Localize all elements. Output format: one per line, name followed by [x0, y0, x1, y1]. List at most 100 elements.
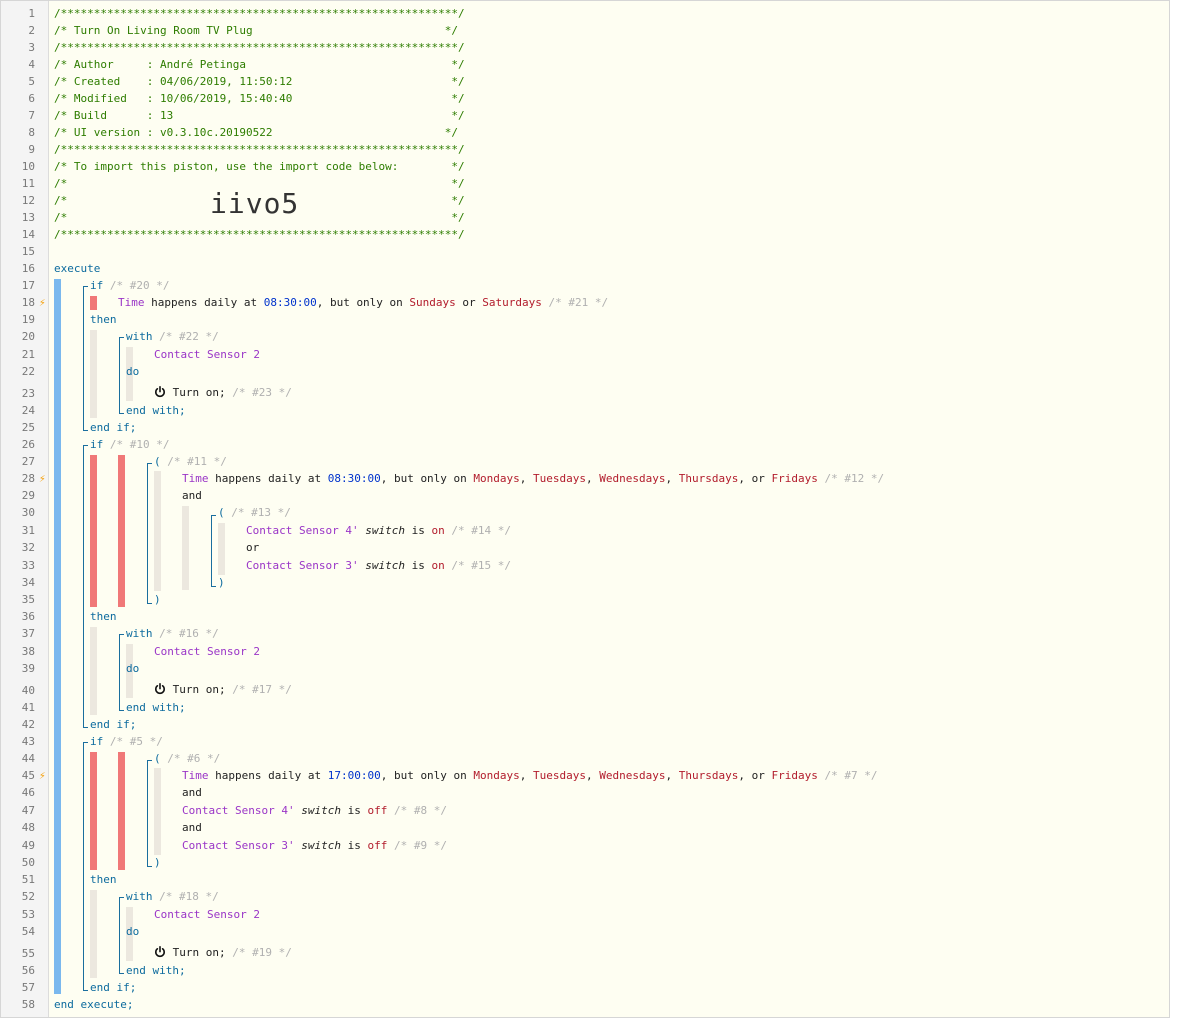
with-statement-22[interactable]: with /* #22 */	[126, 328, 219, 345]
line-number: 35	[21, 593, 35, 606]
if-statement-5[interactable]: if /* #5 */	[90, 733, 163, 750]
line-number: 45	[21, 769, 35, 782]
line-number: 50	[21, 856, 35, 869]
time-operand: Time	[182, 769, 209, 782]
condition-7[interactable]: Time happens daily at 17:00:00, but only…	[182, 767, 877, 784]
day-value: Fridays	[771, 472, 818, 485]
line-number: 44	[21, 752, 35, 765]
condition-bar-outer-3	[90, 752, 97, 870]
and-operator: and	[182, 821, 202, 834]
condition-bar-outer-2	[90, 455, 97, 607]
end-with-keyword: end with;	[126, 964, 186, 977]
or-operator: or	[246, 541, 260, 554]
comma: ,	[665, 472, 673, 485]
line-number: 10	[21, 160, 35, 173]
if-bracket-3	[83, 742, 88, 991]
condition-15[interactable]: Contact Sensor 3' switch is on /* #15 */	[246, 557, 511, 574]
day-value: Mondays	[473, 472, 520, 485]
line-number: 29	[21, 489, 35, 502]
operator-text: happens daily at	[215, 472, 322, 485]
header-border: /***************************************…	[54, 41, 465, 54]
day-value: Thursdays	[678, 769, 739, 782]
condition-12[interactable]: Time happens daily at 08:30:00, but only…	[182, 470, 884, 487]
end-execute-keyword: end execute;	[54, 998, 134, 1011]
device-contact-sensor-4: Contact Sensor 4'	[182, 804, 295, 817]
group-11[interactable]: ( /* #11 */	[154, 453, 227, 470]
comma: ,	[586, 769, 593, 782]
header-border: /***************************************…	[54, 143, 465, 156]
line-number: 25	[21, 421, 35, 434]
with-statement-18[interactable]: with /* #18 */	[126, 888, 219, 905]
line-number: 11	[21, 177, 35, 190]
with-block-bar-1	[126, 347, 133, 401]
line-number: 33	[21, 559, 35, 572]
lightning-bolt-icon: ⚡	[39, 296, 46, 309]
if-keyword: if	[90, 735, 104, 748]
line-number: 43	[21, 735, 35, 748]
condition-14[interactable]: Contact Sensor 4' switch is on /* #14 */	[246, 522, 511, 539]
header-ui-version: /* UI version : v0.3.10c.20190522 */	[54, 126, 458, 139]
open-paren: (	[154, 455, 161, 468]
do-keyword: do	[126, 925, 140, 938]
line-number: 39	[21, 662, 35, 675]
line-number: 2	[28, 24, 35, 37]
line-number: 42	[21, 718, 35, 731]
line-number: 47	[21, 804, 35, 817]
import-code[interactable]: iivo5	[210, 187, 300, 220]
if-statement-10[interactable]: if /* #10 */	[90, 436, 169, 453]
attribute-switch: switch	[365, 524, 405, 537]
attribute-switch: switch	[301, 804, 341, 817]
line-number: 13	[21, 211, 35, 224]
line-number: 20	[21, 330, 35, 343]
condition-bar-inner-3	[118, 752, 125, 870]
turn-on-command: Turn on;	[172, 386, 226, 399]
group-13[interactable]: ( /* #13 */	[218, 504, 291, 521]
task-23[interactable]: Turn on; /* #23 */	[154, 384, 292, 401]
comma: ,	[586, 472, 593, 485]
open-paren: (	[218, 506, 225, 519]
close-paren: )	[154, 856, 161, 869]
group-6[interactable]: ( /* #6 */	[154, 750, 220, 767]
if-statement-20[interactable]: if /* #20 */	[90, 277, 169, 294]
and-operator: and	[182, 786, 202, 799]
condition-9[interactable]: Contact Sensor 3' switch is off /* #9 */	[182, 837, 447, 854]
task-19[interactable]: Turn on; /* #19 */	[154, 944, 292, 961]
value-on: on	[431, 559, 445, 572]
line-number: 16	[21, 262, 35, 275]
attribute-switch: switch	[365, 559, 405, 572]
line-number: 52	[21, 890, 35, 903]
comma-or: , or	[738, 769, 765, 782]
line-number: 34	[21, 576, 35, 589]
line-number: 36	[21, 610, 35, 623]
line-number: 55	[21, 947, 35, 960]
condition-21[interactable]: Time happens daily at 08:30:00, but only…	[118, 294, 608, 311]
is-operator: is	[347, 839, 361, 852]
line-number: 49	[21, 839, 35, 852]
do-keyword: do	[126, 662, 140, 675]
task-17[interactable]: Turn on; /* #17 */	[154, 681, 292, 698]
lightning-bolt-icon: ⚡	[39, 769, 46, 782]
statement-id: /* #8 */	[393, 804, 447, 817]
with-block-bar-3	[126, 907, 133, 961]
if-bracket-1	[83, 286, 88, 431]
line-number: 7	[28, 109, 35, 122]
line-number: 23	[21, 387, 35, 400]
line-number: 57	[21, 981, 35, 994]
end-with-keyword: end with;	[126, 701, 186, 714]
header-build: /* Build : 13 */	[54, 109, 465, 122]
device-contact-sensor-2[interactable]: Contact Sensor 2	[154, 908, 260, 921]
with-bracket-3	[119, 897, 124, 974]
line-number: 12	[21, 194, 35, 207]
condition-bar-18	[90, 296, 97, 310]
device-contact-sensor-3: Contact Sensor 3'	[246, 559, 359, 572]
line-number: 3	[28, 41, 35, 54]
device-contact-sensor-2[interactable]: Contact Sensor 2	[154, 348, 260, 361]
with-statement-16[interactable]: with /* #16 */	[126, 625, 219, 642]
value-on: on	[431, 524, 445, 537]
day-value: Tuesdays	[533, 769, 587, 782]
day-value: Saturdays	[482, 296, 542, 309]
condition-8[interactable]: Contact Sensor 4' switch is off /* #8 */	[182, 802, 447, 819]
with-bracket-1	[119, 337, 124, 414]
device-contact-sensor-2[interactable]: Contact Sensor 2	[154, 645, 260, 658]
